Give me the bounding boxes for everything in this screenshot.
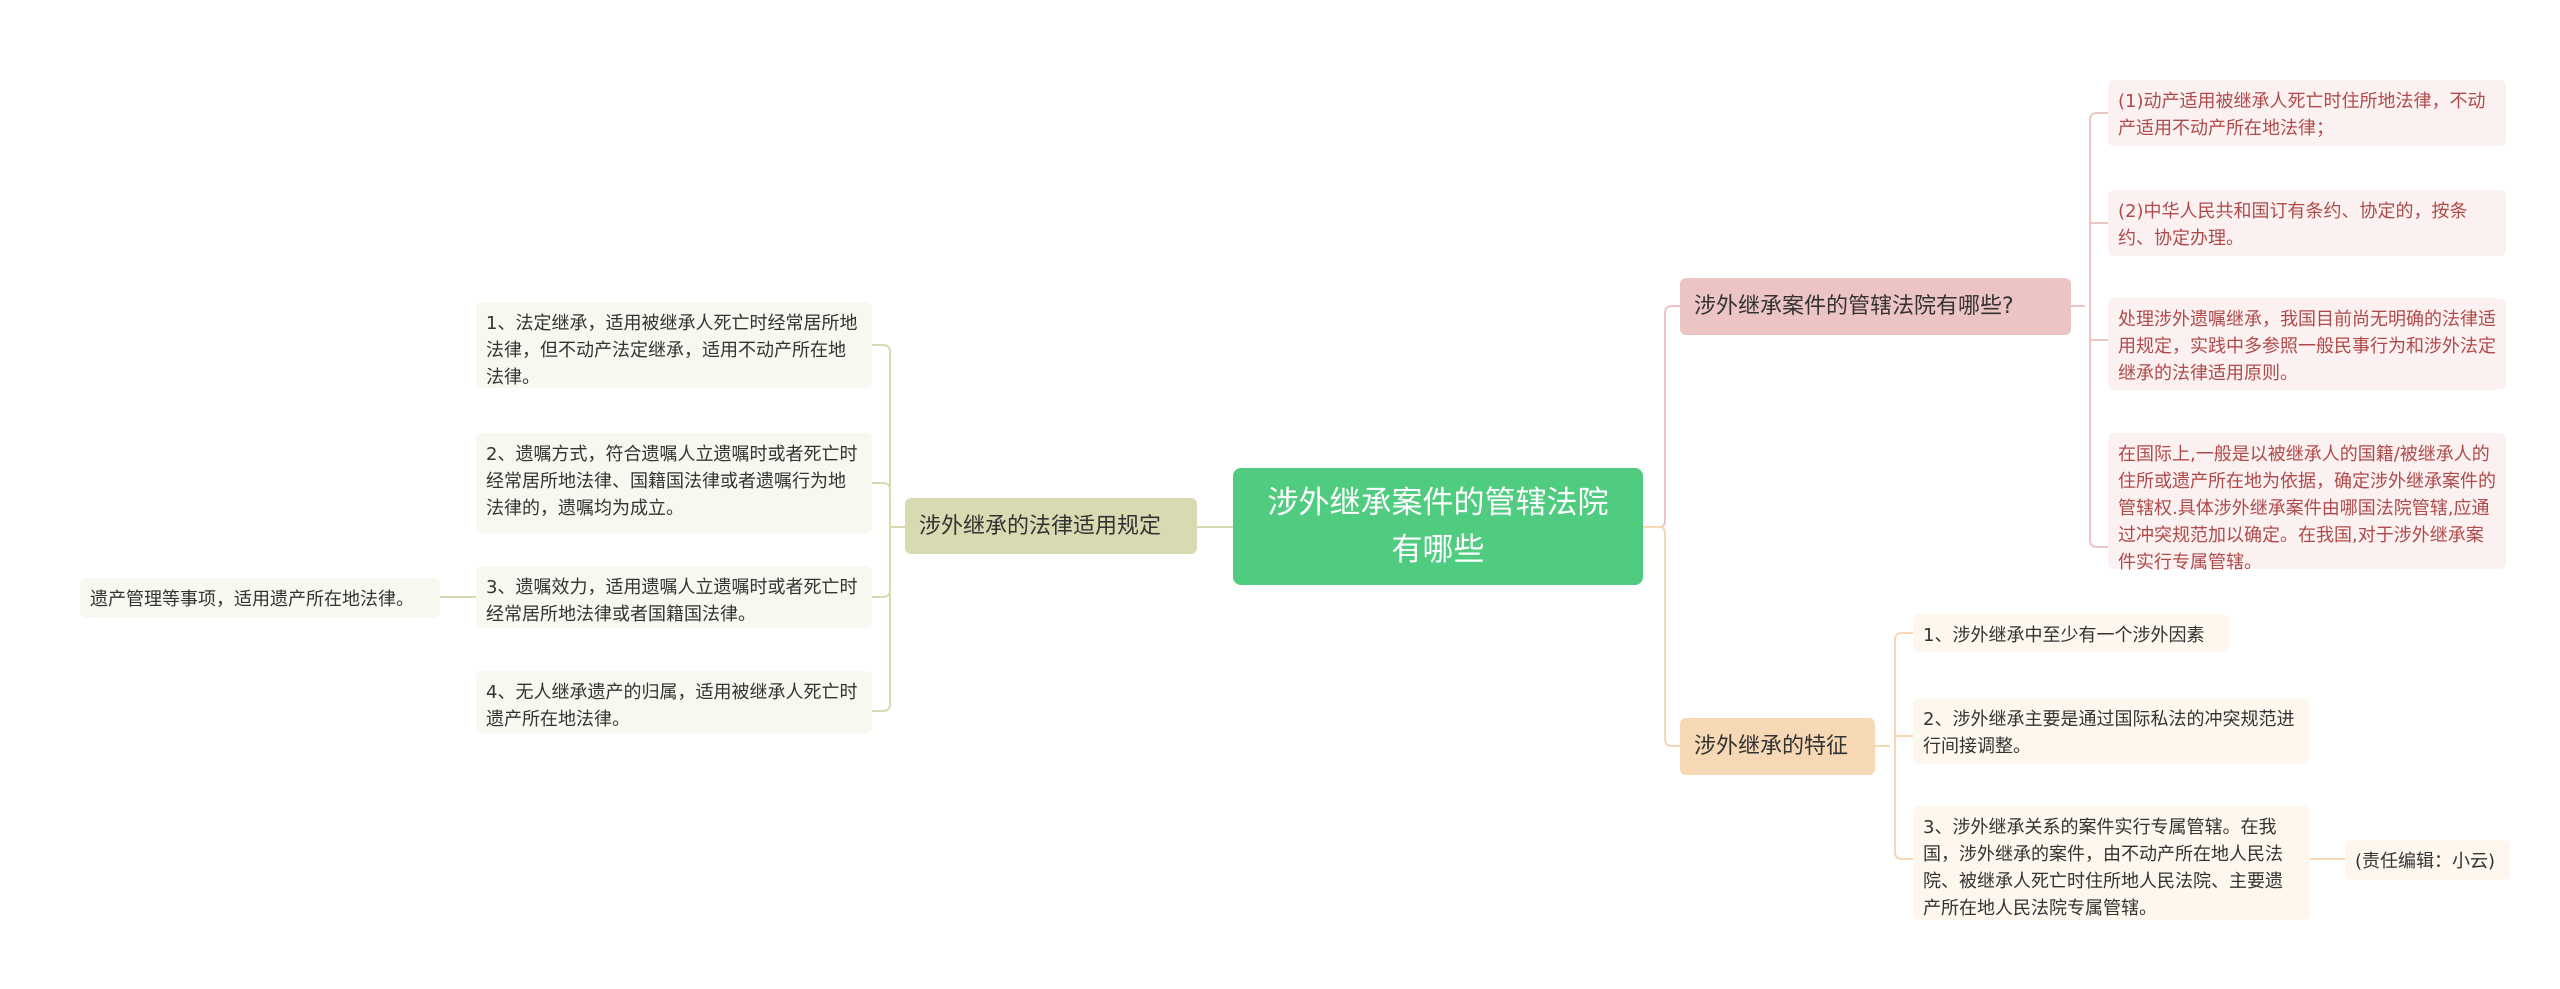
right2-leaf-1[interactable]: 1、涉外继承中至少有一个涉外因素: [1913, 614, 2229, 652]
branch-right-1[interactable]: 涉外继承案件的管辖法院有哪些?: [1680, 278, 2071, 335]
left-leaf-3-text: 3、遗嘱效力，适用遗嘱人立遗嘱时或者死亡时经常居所地法律或者国籍国法律。: [486, 577, 858, 625]
right1-leaf-4-text: 在国际上,一般是以被继承人的国籍/被继承人的住所或遗产所在地为依据，确定涉外继承…: [2118, 444, 2496, 573]
branch-left[interactable]: 涉外继承的法律适用规定: [905, 498, 1197, 554]
connector-root-right-2: [1643, 526, 1680, 747]
left-leaf-2-text: 2、遗嘱方式，符合遗嘱人立遗嘱时或者死亡时经常居所地法律、国籍国法律或者遗嘱行为…: [486, 444, 858, 519]
right2-leaf-3-text: 3、涉外继承关系的案件实行专属管辖。在我国，涉外继承的案件，由不动产所在地人民法…: [1923, 817, 2283, 919]
branch-right-2[interactable]: 涉外继承的特征: [1680, 718, 1875, 775]
right1-leaf-3-text: 处理涉外遗嘱继承，我国目前尚无明确的法律适用规定，实践中多参照一般民事行为和涉外…: [2118, 309, 2496, 384]
left-leaf-3[interactable]: 3、遗嘱效力，适用遗嘱人立遗嘱时或者死亡时经常居所地法律或者国籍国法律。: [476, 566, 872, 628]
branch-left-label: 涉外继承的法律适用规定: [919, 513, 1162, 539]
right1-leaf-2-text: (2)中华人民共和国订有条约、协定的，按条约、协定办理。: [2118, 201, 2468, 249]
right2-leaf-2[interactable]: 2、涉外继承主要是通过国际私法的冲突规范进行间接调整。: [1913, 698, 2310, 764]
left-sub-leaf[interactable]: 遗产管理等事项，适用遗产所在地法律。: [80, 578, 440, 618]
left-leaf-4-text: 4、无人继承遗产的归属，适用被继承人死亡时遗产所在地法律。: [486, 682, 858, 730]
right1-leaf-3[interactable]: 处理涉外遗嘱继承，我国目前尚无明确的法律适用规定，实践中多参照一般民事行为和涉外…: [2108, 298, 2506, 390]
right2-leaf-3[interactable]: 3、涉外继承关系的案件实行专属管辖。在我国，涉外继承的案件，由不动产所在地人民法…: [1913, 806, 2310, 920]
connector-root-right-1: [1643, 305, 1680, 528]
right2-leaf-2-text: 2、涉外继承主要是通过国际私法的冲突规范进行间接调整。: [1923, 709, 2295, 757]
right2-leaf-1-text: 1、涉外继承中至少有一个涉外因素: [1923, 625, 2205, 646]
left-sub-leaf-text: 遗产管理等事项，适用遗产所在地法律。: [90, 589, 414, 610]
right1-leaf-1-text: (1)动产适用被继承人死亡时住所地法律，不动产适用不动产所在地法律；: [2118, 91, 2486, 139]
root-text: 涉外继承案件的管辖法院有哪些: [1267, 485, 1609, 568]
connector-right1-leaves: [2071, 112, 2108, 548]
connector-left-leaves: [872, 344, 905, 712]
right1-leaf-2[interactable]: (2)中华人民共和国订有条约、协定的，按条约、协定办理。: [2108, 190, 2506, 256]
branch-right-2-label: 涉外继承的特征: [1694, 734, 1849, 759]
right1-leaf-1[interactable]: (1)动产适用被继承人死亡时住所地法律，不动产适用不动产所在地法律；: [2108, 80, 2506, 146]
right1-leaf-4[interactable]: 在国际上,一般是以被继承人的国籍/被继承人的住所或遗产所在地为依据，确定涉外继承…: [2108, 433, 2506, 573]
root-node[interactable]: 涉外继承案件的管辖法院有哪些: [1233, 468, 1643, 585]
right2-sub-leaf-text: (责任编辑：小云): [2355, 851, 2496, 872]
branch-right-1-label: 涉外继承案件的管辖法院有哪些?: [1694, 294, 2014, 319]
left-leaf-2[interactable]: 2、遗嘱方式，符合遗嘱人立遗嘱时或者死亡时经常居所地法律、国籍国法律或者遗嘱行为…: [476, 433, 872, 533]
left-leaf-4[interactable]: 4、无人继承遗产的归属，适用被继承人死亡时遗产所在地法律。: [476, 671, 872, 733]
left-leaf-1[interactable]: 1、法定继承，适用被继承人死亡时经常居所地法律，但不动产法定继承，适用不动产所在…: [476, 302, 872, 388]
left-leaf-1-text: 1、法定继承，适用被继承人死亡时经常居所地法律，但不动产法定继承，适用不动产所在…: [486, 313, 858, 388]
right2-sub-leaf[interactable]: (责任编辑：小云): [2345, 840, 2510, 880]
connector-right2-leaves: [1875, 632, 1913, 860]
